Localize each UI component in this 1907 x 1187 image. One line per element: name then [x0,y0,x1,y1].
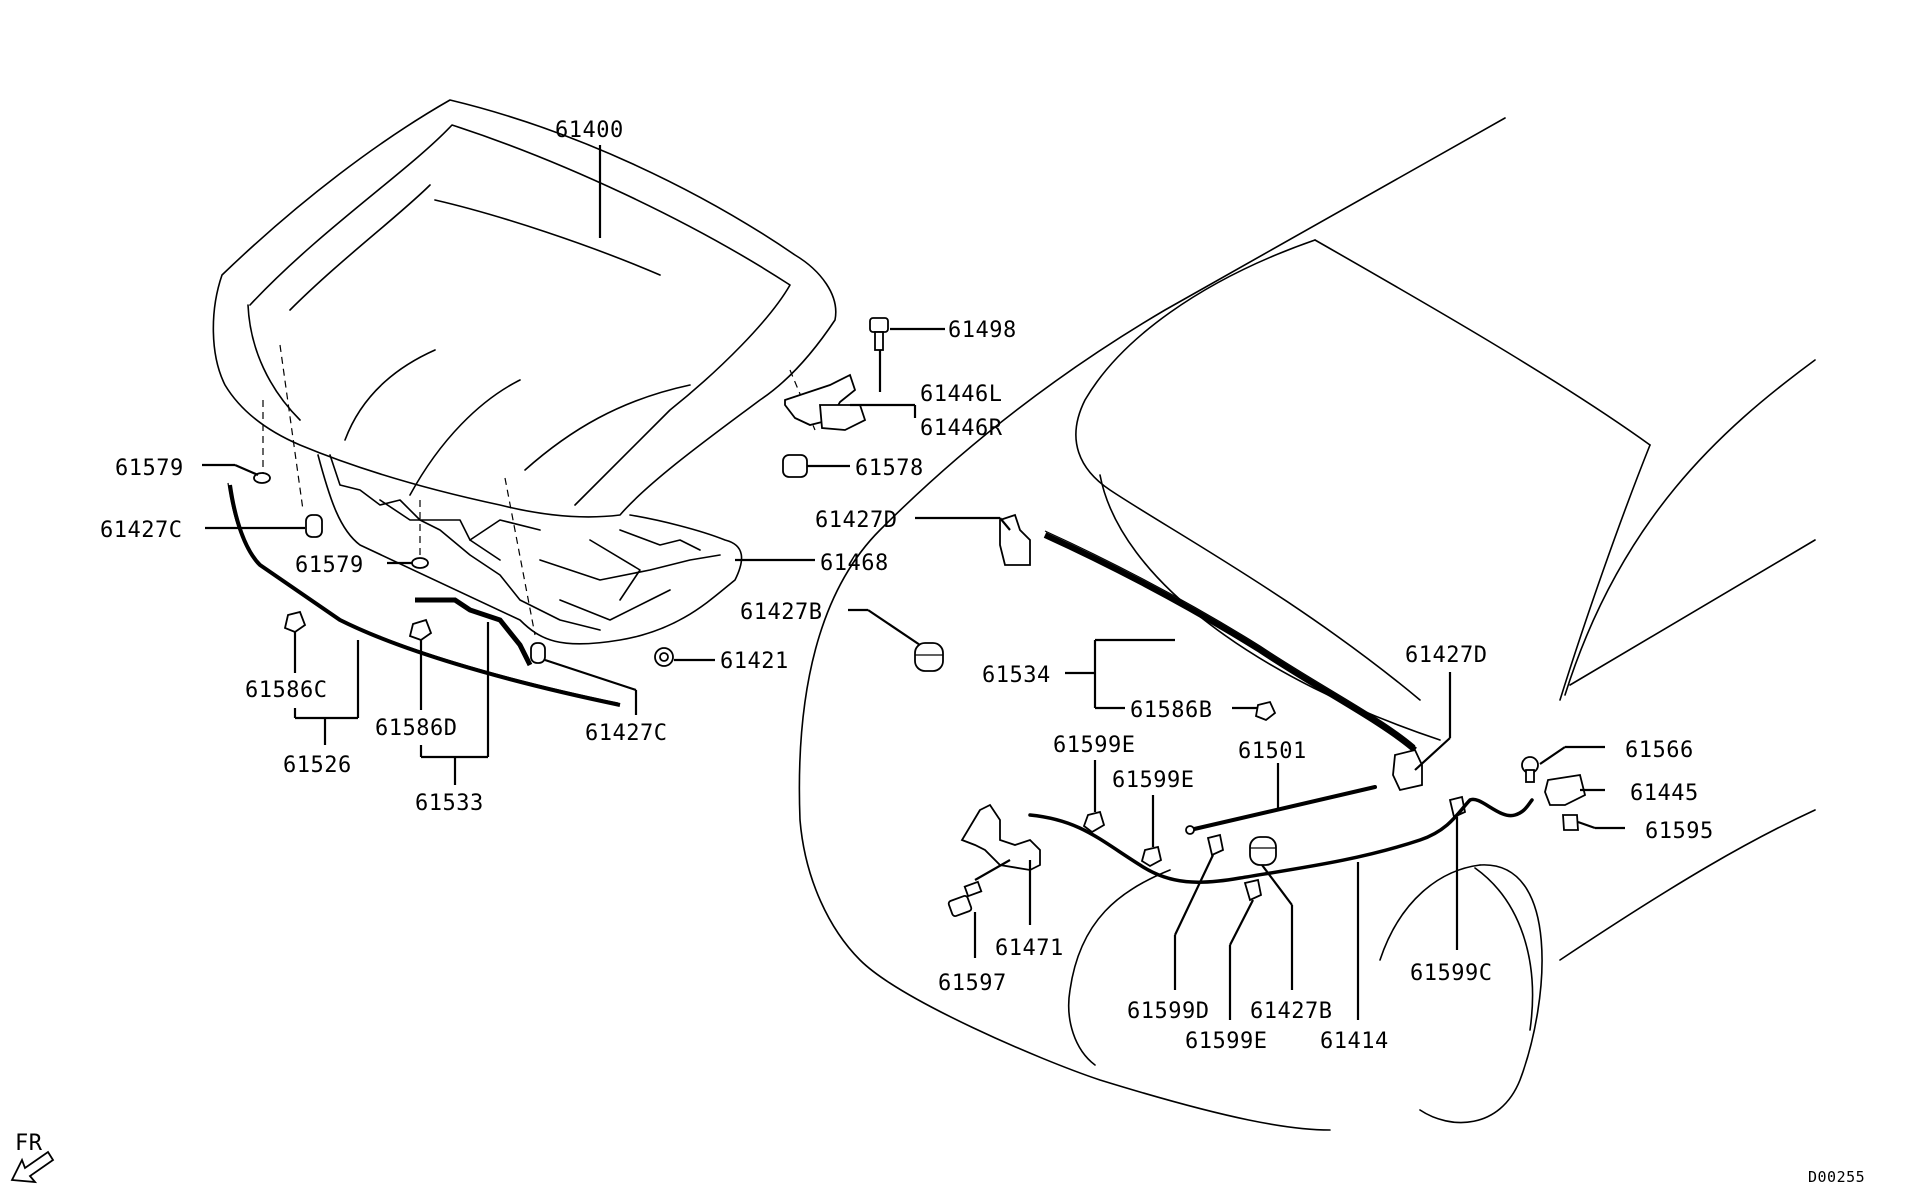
hood-seal-61534 [1043,530,1417,753]
hood-lock-cable-61414 [1028,797,1534,884]
label-61427B-b: 61427B [1250,999,1332,1024]
front-direction-indicator: FR [10,1131,55,1184]
hood-hinge-61446 [784,373,867,431]
latch-61445 [1544,773,1587,806]
bolt-61566 [1521,756,1539,783]
label-61599E-a: 61599E [1053,733,1135,758]
cushion-61427B-a [914,642,944,672]
label-61400: 61400 [555,118,624,143]
label-61421: 61421 [720,649,789,674]
label-61427B-a: 61427B [740,600,822,625]
label-61599C: 61599C [1410,961,1492,986]
bolt-61597 [947,880,983,917]
label-61446R: 61446R [920,416,1003,441]
label-61599D: 61599D [1127,999,1209,1024]
vehicle-body-outline [798,117,1816,1131]
label-61534: 61534 [982,663,1051,688]
plug-61579-b [411,557,429,569]
cushion-61427B-b [1249,836,1277,866]
label-61566: 61566 [1625,738,1694,763]
diagram-code: D00255 [1808,1168,1865,1186]
bolt-61498 [869,317,889,351]
clip-61586B [1254,700,1277,722]
label-61595: 61595 [1645,819,1714,844]
stopper-61427D-b [1392,748,1423,792]
label-61586C: 61586C [245,678,327,703]
plug-61579-a [253,472,271,484]
label-61526: 61526 [283,753,352,778]
label-61597: 61597 [938,971,1007,996]
label-61498: 61498 [948,318,1017,343]
clip-61599E-a [1082,810,1106,834]
clip-61586C [283,610,307,634]
part-labels: 61400 61498 61446L 61446R 61578 61579 61… [100,118,1714,1054]
support-rod-61501 [1185,785,1377,835]
label-61414: 61414 [1320,1029,1389,1054]
leader-lines [202,327,1625,1020]
label-61578: 61578 [855,456,924,481]
label-61599E-c: 61599E [1185,1029,1267,1054]
hood-inner-panel [317,454,815,645]
hood-seal-61533 [415,597,533,667]
label-61586B: 61586B [1130,698,1212,723]
cushion-61427C-b [530,642,546,664]
hood-panel [212,99,837,518]
clip-61599D [1206,833,1225,857]
front-arrow-icon [10,1150,55,1184]
clip-61586D [408,618,433,642]
label-61501: 61501 [1238,739,1307,764]
front-direction-label: FR [15,1131,43,1156]
label-61579-b: 61579 [295,553,364,578]
label-61533: 61533 [415,791,484,816]
label-61427D-b: 61427D [1405,643,1487,668]
clip-61599E-b [1140,845,1163,868]
label-61599E-b: 61599E [1112,768,1194,793]
clip-61599E-c [1243,878,1263,902]
label-61446L: 61446L [920,382,1002,407]
clip-61595 [1562,814,1579,831]
bumper-61578 [782,454,808,478]
cushion-61427C-a [305,514,323,538]
label-61579-a: 61579 [115,456,184,481]
label-61445: 61445 [1630,781,1699,806]
lock-release-61471 [960,803,1041,871]
label-61471: 61471 [995,936,1064,961]
label-61586D: 61586D [375,716,457,741]
label-61427C-a: 61427C [100,518,182,543]
label-61427D-a: 61427D [815,508,897,533]
label-61468: 61468 [820,551,889,576]
label-61427C-b: 61427C [585,721,667,746]
nut-61421 [654,647,674,667]
